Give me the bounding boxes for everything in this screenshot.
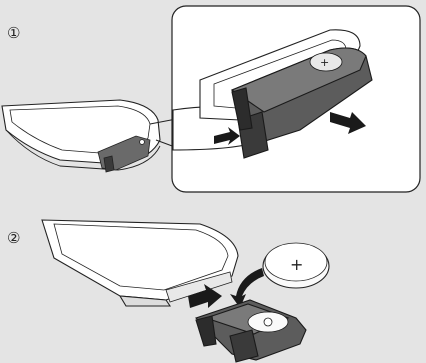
plus-sign: + [320, 56, 329, 69]
coin-cell-battery-icon: + [263, 243, 329, 288]
plus-sign: + [290, 255, 303, 274]
step-2-battery-tray [196, 300, 306, 362]
